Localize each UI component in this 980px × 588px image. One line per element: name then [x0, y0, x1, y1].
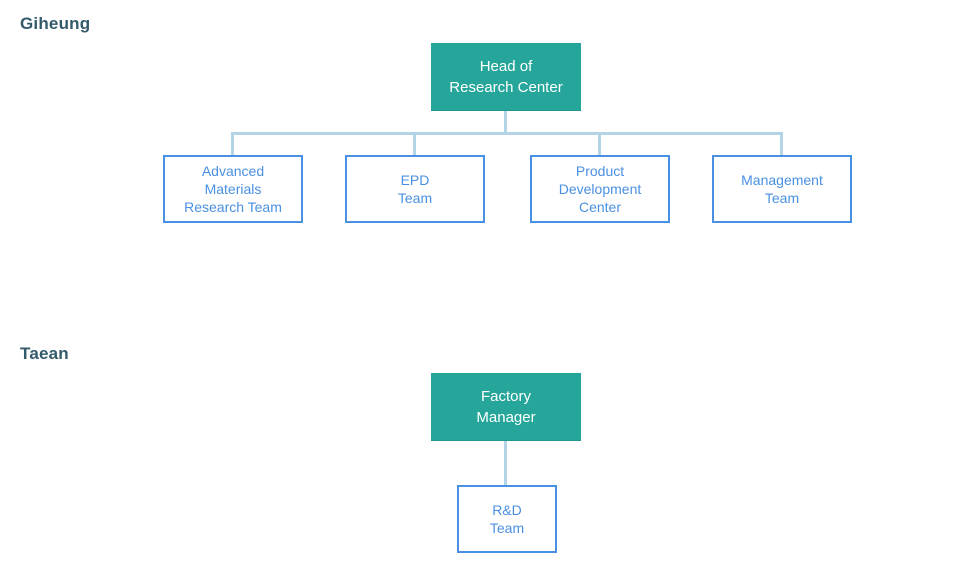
connector-drop-product-development	[598, 132, 601, 155]
connector-drop-management	[780, 132, 783, 155]
connector-horizontal-rail	[231, 132, 783, 135]
connector-drop-epd	[413, 132, 416, 155]
org-node-management-team: Management Team	[712, 155, 852, 223]
section-title-giheung: Giheung	[20, 14, 91, 33]
org-node-advanced-materials-research-team: Advanced Materials Research Team	[163, 155, 303, 223]
connector-head-stub	[504, 111, 507, 133]
org-node-product-development-center: Product Development Center	[530, 155, 670, 223]
connector-factory-stub	[504, 441, 507, 486]
org-node-head-of-research-center: Head of Research Center	[431, 43, 581, 111]
section-title-taean: Taean	[20, 344, 69, 363]
connector-drop-advanced-materials	[231, 132, 234, 155]
org-node-epd-team: EPD Team	[345, 155, 485, 223]
org-node-rnd-team: R&D Team	[457, 485, 557, 553]
org-node-factory-manager: Factory Manager	[431, 373, 581, 441]
